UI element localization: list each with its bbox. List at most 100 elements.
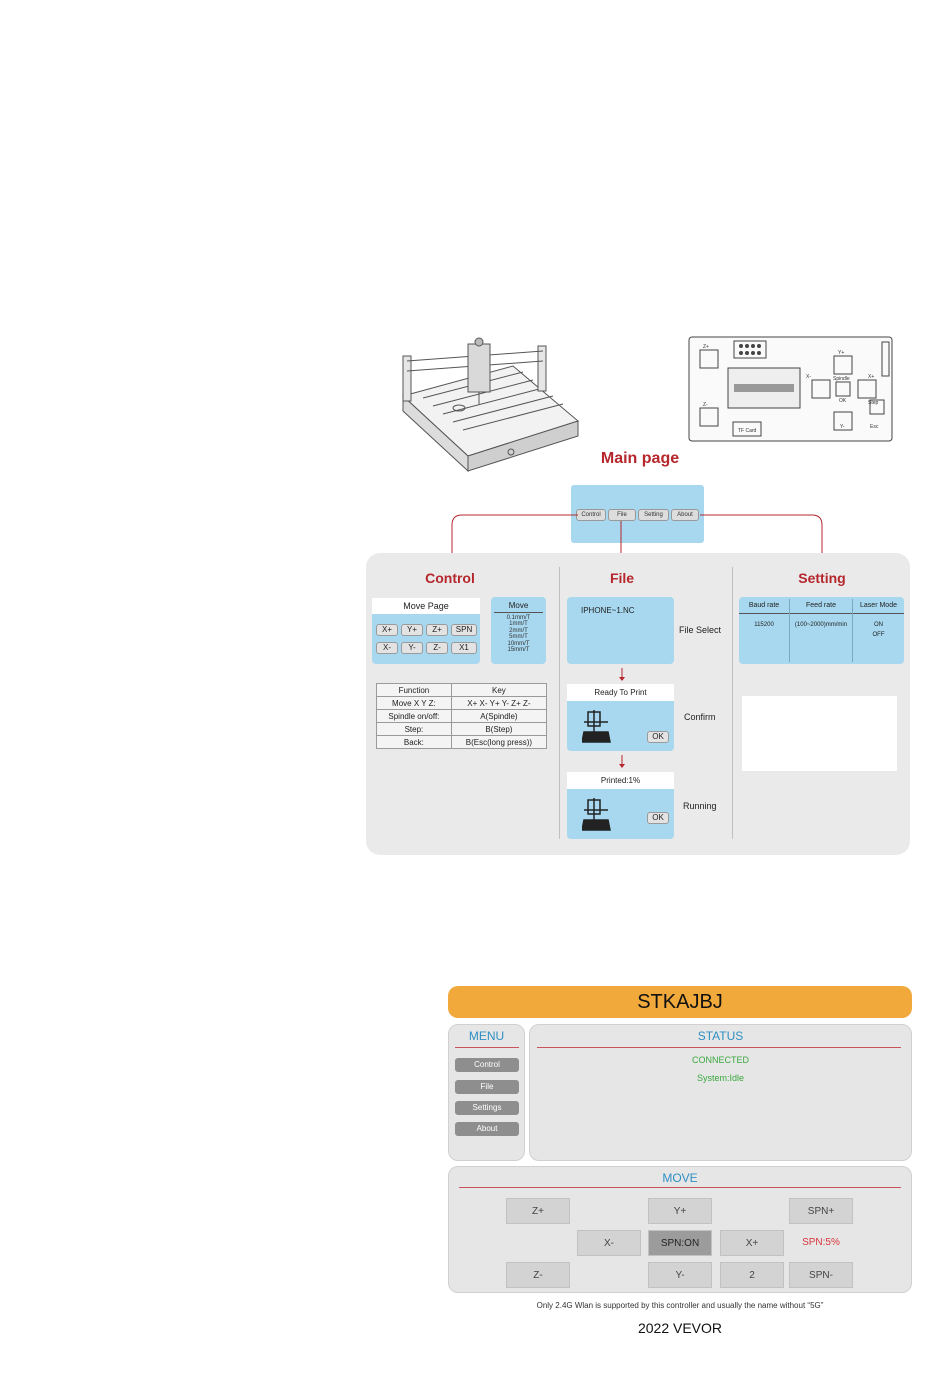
print-icon — [582, 798, 611, 831]
move-step-title: Move — [508, 601, 529, 610]
menu-rule — [455, 1047, 519, 1048]
spn-plus-button[interactable]: SPN+ — [789, 1198, 853, 1224]
feed-rate-value[interactable]: (100~2000)mm/min — [794, 622, 848, 628]
move-yminus-key[interactable]: Y- — [401, 642, 423, 654]
brand-footer: 2022 VEVOR — [637, 1320, 723, 1336]
move-step-item: 1mm/T — [509, 621, 528, 628]
move-step-item: 0.1mm/T — [506, 615, 531, 621]
table-cell: X+ X- Y+ Y- Z+ Z- — [450, 696, 548, 710]
table-row: Move X Y Z: X+ X- Y+ Y- Z+ Z- — [376, 696, 548, 710]
table-header-cell: Key — [450, 683, 548, 697]
move-xplus-key[interactable]: X+ — [376, 624, 398, 636]
menu-file-button[interactable]: File — [455, 1080, 519, 1094]
setting-col-divider — [852, 599, 853, 662]
move-xminus-key[interactable]: X- — [376, 642, 398, 654]
setting-section-title: Setting — [798, 570, 846, 586]
main-page-title: Main page — [600, 450, 680, 467]
board-zminus-label: Z- — [703, 402, 708, 408]
ready-ok-button[interactable]: OK — [647, 731, 669, 743]
menu-about-button[interactable]: About — [455, 1122, 519, 1136]
move-yplus-key[interactable]: Y+ — [401, 624, 423, 636]
file-select-label: File Select — [679, 625, 722, 635]
key-function-table: Function Key Move X Y Z: X+ X- Y+ Y- Z+ … — [376, 683, 548, 749]
move-x1-key[interactable]: X1 — [451, 642, 477, 654]
table-header-cell: Function — [376, 683, 452, 697]
setting-blank-area — [742, 696, 897, 771]
controller-board-illustration: Z+ Z- Y+ Y- X+ X- Spindle OK Step Esc TF… — [688, 336, 893, 442]
menu-control-button[interactable]: Control — [455, 1058, 519, 1072]
z-minus-button[interactable]: Z- — [506, 1262, 570, 1288]
setting-screen: Baud rate Feed rate Laser Mode 115200 (1… — [739, 597, 904, 664]
move-zminus-key[interactable]: Z- — [426, 642, 448, 654]
y-plus-button[interactable]: Y+ — [648, 1198, 712, 1224]
board-xminus-label: X- — [806, 374, 811, 380]
board-xplus-label: X+ — [868, 374, 874, 380]
file-arrow-down — [619, 668, 625, 681]
move-step-item: 5mm/T — [509, 634, 528, 641]
laser-on-value[interactable]: ON — [874, 622, 883, 628]
board-step-label: Step — [868, 400, 879, 406]
table-cell: B(Step) — [450, 722, 548, 736]
main-file-button[interactable]: File — [608, 509, 636, 521]
move-step-rule — [494, 612, 543, 613]
feed-rate-header: Feed rate — [806, 602, 836, 609]
laser-off-value[interactable]: OFF — [872, 632, 885, 638]
table-cell: A(Spindle) — [450, 709, 548, 723]
baud-rate-header: Baud rate — [748, 602, 780, 609]
menu-title: MENU — [468, 1029, 505, 1043]
panel-divider — [559, 567, 560, 839]
file-section-title: File — [609, 570, 635, 586]
board-esc-label: Esc — [870, 424, 879, 430]
main-setting-button[interactable]: Setting — [638, 509, 669, 521]
running-label: Running — [683, 801, 717, 811]
web-ui-title-bar: STKAJBJ — [448, 986, 912, 1018]
table-cell: Spindle on/off: — [376, 709, 452, 723]
menu-settings-button[interactable]: Settings — [455, 1101, 519, 1115]
board-zplus-label: Z+ — [703, 344, 709, 350]
status-connected: CONNECTED — [691, 1055, 749, 1065]
move-spn-key[interactable]: SPN — [451, 624, 477, 636]
main-about-button[interactable]: About — [671, 509, 699, 521]
y-minus-button[interactable]: Y- — [648, 1262, 712, 1288]
x-minus-button[interactable]: X- — [577, 1230, 641, 1256]
move-step-item: 10mm/T — [507, 640, 530, 647]
move-step-screen — [491, 597, 546, 664]
table-cell: Back: — [376, 735, 452, 749]
move-title: MOVE — [662, 1171, 698, 1185]
move-step-list: 0.1mm/T 1mm/T 2mm/T 5mm/T 10mm/T 15mm/T — [491, 615, 546, 653]
table-cell: Step: — [376, 722, 452, 736]
step-button[interactable]: 2 — [720, 1262, 784, 1288]
baud-rate-value[interactable]: 115200 — [754, 622, 774, 628]
status-system: System:Idle — [696, 1073, 745, 1083]
spn-minus-button[interactable]: SPN- — [789, 1262, 853, 1288]
setting-rule — [739, 613, 904, 614]
status-card — [529, 1024, 912, 1161]
move-rule — [459, 1187, 901, 1188]
board-yplus-label: Y+ — [838, 350, 844, 356]
spn-on-button[interactable]: SPN:ON — [648, 1230, 712, 1256]
control-section-title: Control — [425, 570, 475, 586]
file-select-screen — [567, 597, 674, 664]
laser-mode-header: Laser Mode — [860, 602, 897, 609]
z-plus-button[interactable]: Z+ — [506, 1198, 570, 1224]
main-page-screen: Control File Setting About — [571, 485, 704, 543]
board-ok-label: OK — [839, 398, 847, 404]
move-zplus-key[interactable]: Z+ — [426, 624, 448, 636]
file-arrow-down — [619, 755, 625, 768]
running-ok-button[interactable]: OK — [647, 812, 669, 824]
table-row: Back: B(Esc(long press)) — [376, 735, 548, 749]
status-title: STATUS — [697, 1029, 744, 1043]
status-rule — [537, 1047, 901, 1048]
file-name-text[interactable]: IPHONE~1.NC — [581, 606, 635, 615]
confirm-label: Confirm — [684, 712, 716, 722]
board-spindle-label: Spindle — [833, 376, 850, 382]
table-row: Step: B(Step) — [376, 722, 548, 736]
table-cell: Move X Y Z: — [376, 696, 452, 710]
spn-percent-readout: SPN:5% — [802, 1237, 840, 1248]
table-row: Spindle on/off: A(Spindle) — [376, 709, 548, 723]
board-yminus-label: Y- — [840, 424, 845, 430]
printed-progress-title: Printed:1% — [567, 772, 674, 789]
move-step-item: 2mm/T — [509, 627, 528, 634]
x-plus-button[interactable]: X+ — [720, 1230, 784, 1256]
table-cell: B(Esc(long press)) — [450, 735, 548, 749]
